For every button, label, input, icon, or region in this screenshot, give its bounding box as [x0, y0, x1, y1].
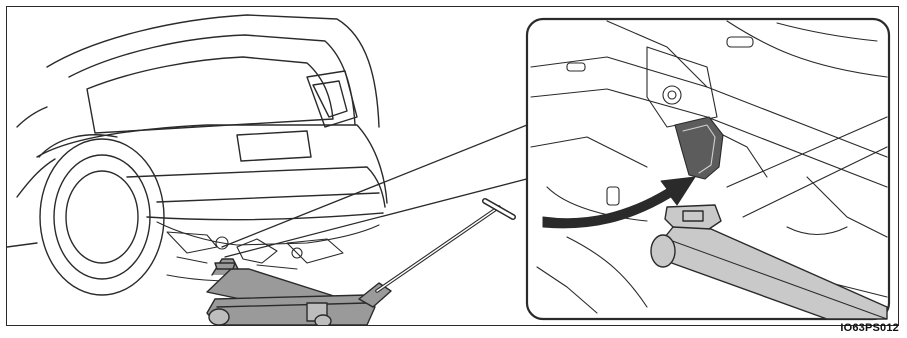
underbody	[157, 222, 379, 281]
detail-inset	[527, 19, 889, 319]
rear-wheel	[39, 135, 164, 295]
figure-code: IO63PS012	[840, 322, 899, 334]
callout-line-top	[222, 119, 542, 247]
callout-line-bottom	[225, 175, 542, 257]
jack-placement-illustration	[7, 7, 899, 326]
vehicle-rear-body	[7, 15, 387, 247]
illustration-frame	[6, 6, 899, 326]
